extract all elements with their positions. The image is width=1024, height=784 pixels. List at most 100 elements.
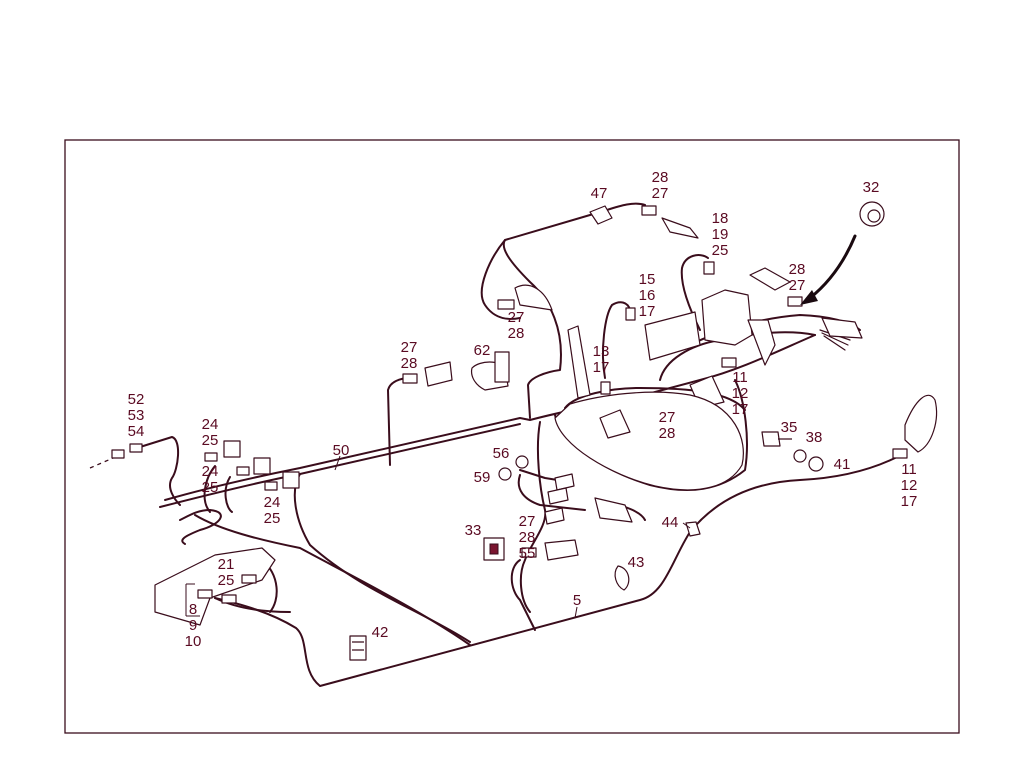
callout-59: 59 xyxy=(474,469,491,486)
part-47-block xyxy=(641,205,657,216)
connector-cluster-b xyxy=(547,487,569,505)
callout-42: 42 xyxy=(372,624,389,641)
callout-number: 5 xyxy=(573,592,581,609)
connector-9 xyxy=(221,594,237,604)
callout-number: 32 xyxy=(863,179,880,196)
connector-55-a xyxy=(521,547,537,558)
callout-number: 10 xyxy=(185,633,202,650)
left-branch-loop-2 xyxy=(194,514,471,646)
callout-number: 38 xyxy=(806,429,823,446)
upper-left-loop xyxy=(502,202,646,419)
callout-number: 12 xyxy=(901,477,918,494)
connector-13 xyxy=(600,381,611,395)
callout-number: 13 xyxy=(593,343,610,360)
left-end-wires xyxy=(139,436,222,545)
callout-number: 28 xyxy=(659,425,676,442)
callout-41: 41 xyxy=(834,456,851,473)
part-32-grommet-inner xyxy=(867,209,881,223)
callout-number: 28 xyxy=(508,325,525,342)
callout-number: 55 xyxy=(519,545,536,562)
callout-number: 17 xyxy=(901,493,918,510)
callout-number: 9 xyxy=(189,617,197,634)
diagram-frame xyxy=(64,139,960,734)
part-33-core xyxy=(489,543,499,555)
part-35-bolt xyxy=(761,431,792,447)
callout-number: 28 xyxy=(519,529,536,546)
rear-lamp-right xyxy=(904,394,938,453)
callout-number: 62 xyxy=(474,342,491,359)
callout-35: 35 xyxy=(781,419,798,436)
callout-number: 8 xyxy=(189,601,197,618)
callout-number: 43 xyxy=(628,554,645,571)
callout-number: 28 xyxy=(789,261,806,278)
callout-38: 38 xyxy=(806,429,823,446)
callout-number: 21 xyxy=(218,556,235,573)
callout-number: 33 xyxy=(465,522,482,539)
fuse-box-housing xyxy=(701,289,753,346)
part-38-washer xyxy=(793,449,807,463)
callout-number: 24 xyxy=(202,416,219,433)
main-floor-harness xyxy=(214,457,896,687)
mid-branch-15 xyxy=(602,301,631,379)
connector-8 xyxy=(197,589,213,599)
callout-62: 62 xyxy=(474,342,491,359)
callout-number: 27 xyxy=(789,277,806,294)
callout-44: 44 xyxy=(662,514,679,531)
connector-21 xyxy=(241,574,257,584)
fuel-tank-outline xyxy=(554,391,744,491)
upper-lamp-housing xyxy=(514,284,553,311)
connector-cluster-c xyxy=(544,507,565,525)
connector-18 xyxy=(703,261,715,275)
callout-number: 25 xyxy=(202,432,219,449)
brake-lever-part xyxy=(567,325,591,399)
connector-block-a xyxy=(204,452,218,462)
callout-number: 44 xyxy=(662,514,679,531)
callout-number: 27 xyxy=(508,309,525,326)
callout-43: 43 xyxy=(628,554,645,571)
callout-number: 50 xyxy=(333,442,350,459)
leader-50 xyxy=(334,455,341,471)
callout-32: 32 xyxy=(863,179,880,196)
callout-number: 56 xyxy=(493,445,510,462)
connector-52 xyxy=(111,449,125,459)
callout-number: 28 xyxy=(401,355,418,372)
connector-28-27 xyxy=(787,296,803,307)
connector-branch-24 xyxy=(203,465,233,513)
callout-number: 15 xyxy=(639,271,656,288)
switch-connector xyxy=(424,361,453,387)
upper-left-loop-2 xyxy=(480,239,521,320)
callout-56: 56 xyxy=(493,445,510,462)
center-branch-down xyxy=(519,421,547,613)
connector-27-28-b xyxy=(497,299,515,310)
callout-number: 28 xyxy=(652,169,669,186)
leader-lines xyxy=(185,455,691,619)
connector-block-b xyxy=(236,466,250,476)
callout-number: 47 xyxy=(591,185,608,202)
connector-block-c xyxy=(264,481,278,491)
module-15-housing xyxy=(644,311,701,361)
callout-number: 27 xyxy=(652,185,669,202)
callout-number: 16 xyxy=(639,287,656,304)
left-branch-loop xyxy=(293,473,471,643)
part-44-clip xyxy=(685,521,701,537)
callout-50: 50 xyxy=(333,442,350,459)
pillar-trim xyxy=(747,319,776,366)
left-lower-module xyxy=(154,547,276,626)
arrow-shaft xyxy=(808,234,857,300)
callout-number: 24 xyxy=(202,463,219,480)
harness-parts xyxy=(111,201,938,661)
center-cross-wire xyxy=(510,559,536,631)
connector-24b xyxy=(253,457,271,475)
callout-number: 53 xyxy=(128,407,145,424)
